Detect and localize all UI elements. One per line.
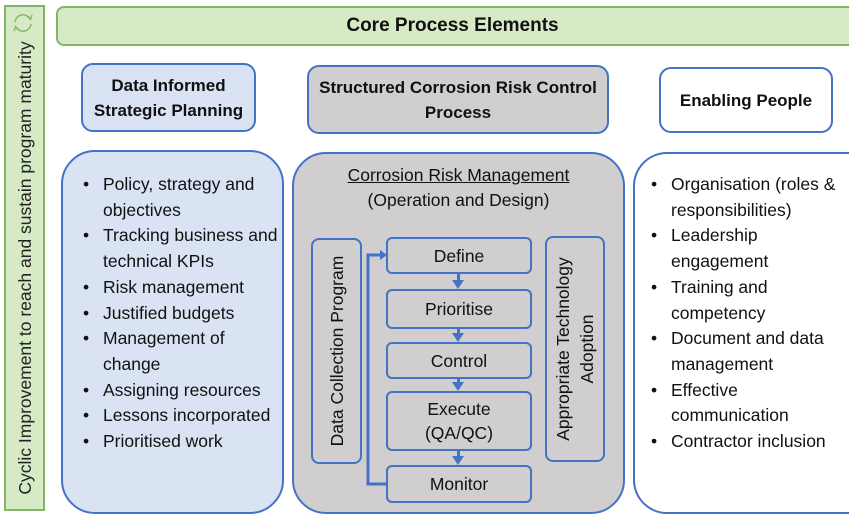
risk-management-subtitle: (Operation and Design) (367, 190, 550, 210)
risk-management-title: Corrosion Risk Management (347, 165, 570, 185)
down-arrow-icon (452, 456, 464, 465)
list-item: Effective communication (641, 378, 849, 429)
risk-control-title: Structured Corrosion Risk Control Proces… (319, 77, 597, 122)
data-collection-box (311, 238, 362, 464)
feedback-loop-arrow (366, 250, 387, 486)
data-collection-label: Data Collection Program (327, 255, 347, 447)
core-process-banner (56, 6, 849, 46)
step-label: Monitor (429, 474, 489, 494)
flow-arrow (457, 274, 460, 281)
list-item: Document and data management (641, 326, 849, 377)
step-monitor: Monitor (386, 465, 532, 503)
down-arrow-icon (452, 382, 464, 391)
enabling-people-title: Enabling People (679, 90, 813, 110)
technology-adoption-box (545, 236, 605, 462)
list-item: Tracking business and technical KPIs (73, 223, 278, 274)
list-item: Leadership engagement (641, 223, 849, 274)
cyclic-improvement-bar (4, 5, 45, 511)
technology-adoption-label: Appropriate Technology Adoption (553, 257, 597, 441)
cyclic-improvement-label: Cyclic Improvement to reach and sustain … (15, 41, 35, 495)
list-item: Lessons incorporated (73, 403, 278, 429)
strategic-planning-list: Policy, strategy and objectives Tracking… (73, 172, 278, 455)
step-label: Prioritise (424, 299, 494, 319)
list-item: Risk management (73, 275, 278, 301)
cycle-arrows-icon (13, 14, 33, 32)
list-item: Training and competency (641, 275, 849, 326)
enabling-people-header: Enabling People (659, 67, 833, 133)
down-arrow-icon (452, 333, 464, 342)
core-process-title: Core Process Elements (346, 15, 559, 36)
down-arrow-icon (452, 280, 464, 289)
risk-control-header: Structured Corrosion Risk Control Proces… (307, 65, 609, 134)
strategic-planning-header: Data Informed Strategic Planning (81, 63, 256, 132)
list-item: Assigning resources (73, 378, 278, 404)
flow-arrow (457, 329, 460, 334)
flow-arrow (457, 379, 460, 383)
step-label: Control (430, 350, 488, 371)
enabling-people-list: Organisation (roles & responsibilities) … (641, 172, 849, 455)
step-label: Execute (QA/QC) (424, 399, 494, 443)
list-item: Policy, strategy and objectives (73, 172, 278, 223)
list-item: Prioritised work (73, 429, 278, 455)
step-prioritise: Prioritise (386, 289, 532, 329)
flow-arrow (457, 451, 460, 457)
list-item: Organisation (roles & responsibilities) (641, 172, 849, 223)
step-define: Define (386, 237, 532, 274)
list-item: Contractor inclusion (641, 429, 849, 455)
step-control: Control (386, 342, 532, 379)
strategic-planning-title: Data Informed Strategic Planning (93, 75, 244, 120)
list-item: Justified budgets (73, 301, 278, 327)
step-execute: Execute (QA/QC) (386, 391, 532, 451)
step-label: Define (433, 245, 485, 266)
list-item: Management of change (73, 326, 278, 377)
